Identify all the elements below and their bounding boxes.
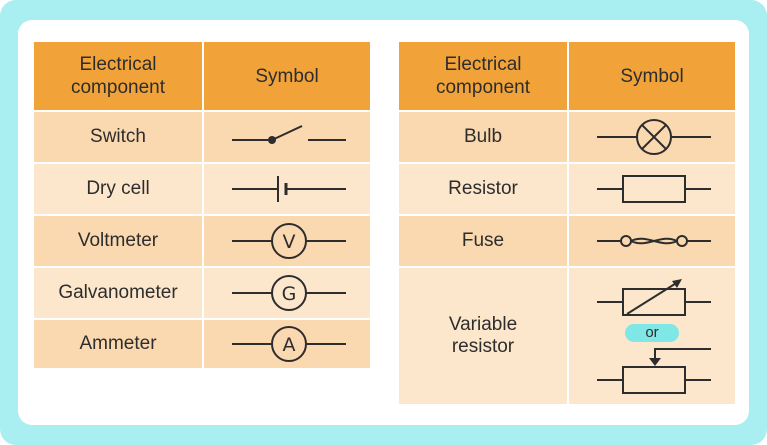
ammeter-symbol-icon: A	[232, 326, 346, 362]
component-name: Fuse	[397, 214, 569, 268]
header-component: Electrical component	[397, 40, 569, 112]
left-symbol-table: Electrical component Symbol Switch Dry c…	[32, 40, 372, 370]
component-name: Dry cell	[32, 162, 204, 216]
bulb-symbol-icon	[597, 119, 711, 155]
header-symbol: Symbol	[202, 40, 372, 112]
dry-cell-symbol-icon	[232, 176, 346, 202]
meter-letter: V	[283, 231, 296, 253]
variable-resistor-slider-symbol-icon	[597, 348, 711, 394]
table-row: Variable resistor or	[397, 266, 737, 406]
table-row: Switch	[32, 110, 372, 164]
header-symbol: Symbol	[567, 40, 737, 112]
voltmeter-symbol-icon: V	[232, 223, 346, 259]
component-name: Galvanometer	[32, 266, 204, 320]
table-row: Resistor	[397, 162, 737, 216]
meter-letter: A	[283, 334, 296, 356]
right-symbol-table: Electrical component Symbol Bulb Resisto…	[397, 40, 737, 406]
component-name: Resistor	[397, 162, 569, 216]
resistor-symbol-icon	[597, 175, 711, 203]
variable-resistor-arrow-symbol-icon	[597, 279, 711, 316]
or-separator-label: or	[625, 324, 679, 342]
component-name: Switch	[32, 110, 204, 164]
table-header-row: Electrical component Symbol	[32, 40, 372, 112]
header-component: Electrical component	[32, 40, 204, 112]
galvanometer-symbol-icon: G	[232, 275, 346, 311]
table-row: Bulb	[397, 110, 737, 164]
component-name: Voltmeter	[32, 214, 204, 268]
table-row: Dry cell	[32, 162, 372, 216]
table-row: Ammeter A	[32, 318, 372, 370]
component-name: Ammeter	[32, 318, 204, 370]
table-row: Fuse	[397, 214, 737, 268]
component-name: Bulb	[397, 110, 569, 164]
component-name: Variable resistor	[397, 266, 569, 406]
meter-letter: G	[282, 283, 297, 305]
table-row: Voltmeter V	[32, 214, 372, 268]
table-header-row: Electrical component Symbol	[397, 40, 737, 112]
table-row: Galvanometer G	[32, 266, 372, 320]
fuse-symbol-icon	[597, 235, 711, 247]
switch-symbol-icon	[232, 125, 346, 144]
